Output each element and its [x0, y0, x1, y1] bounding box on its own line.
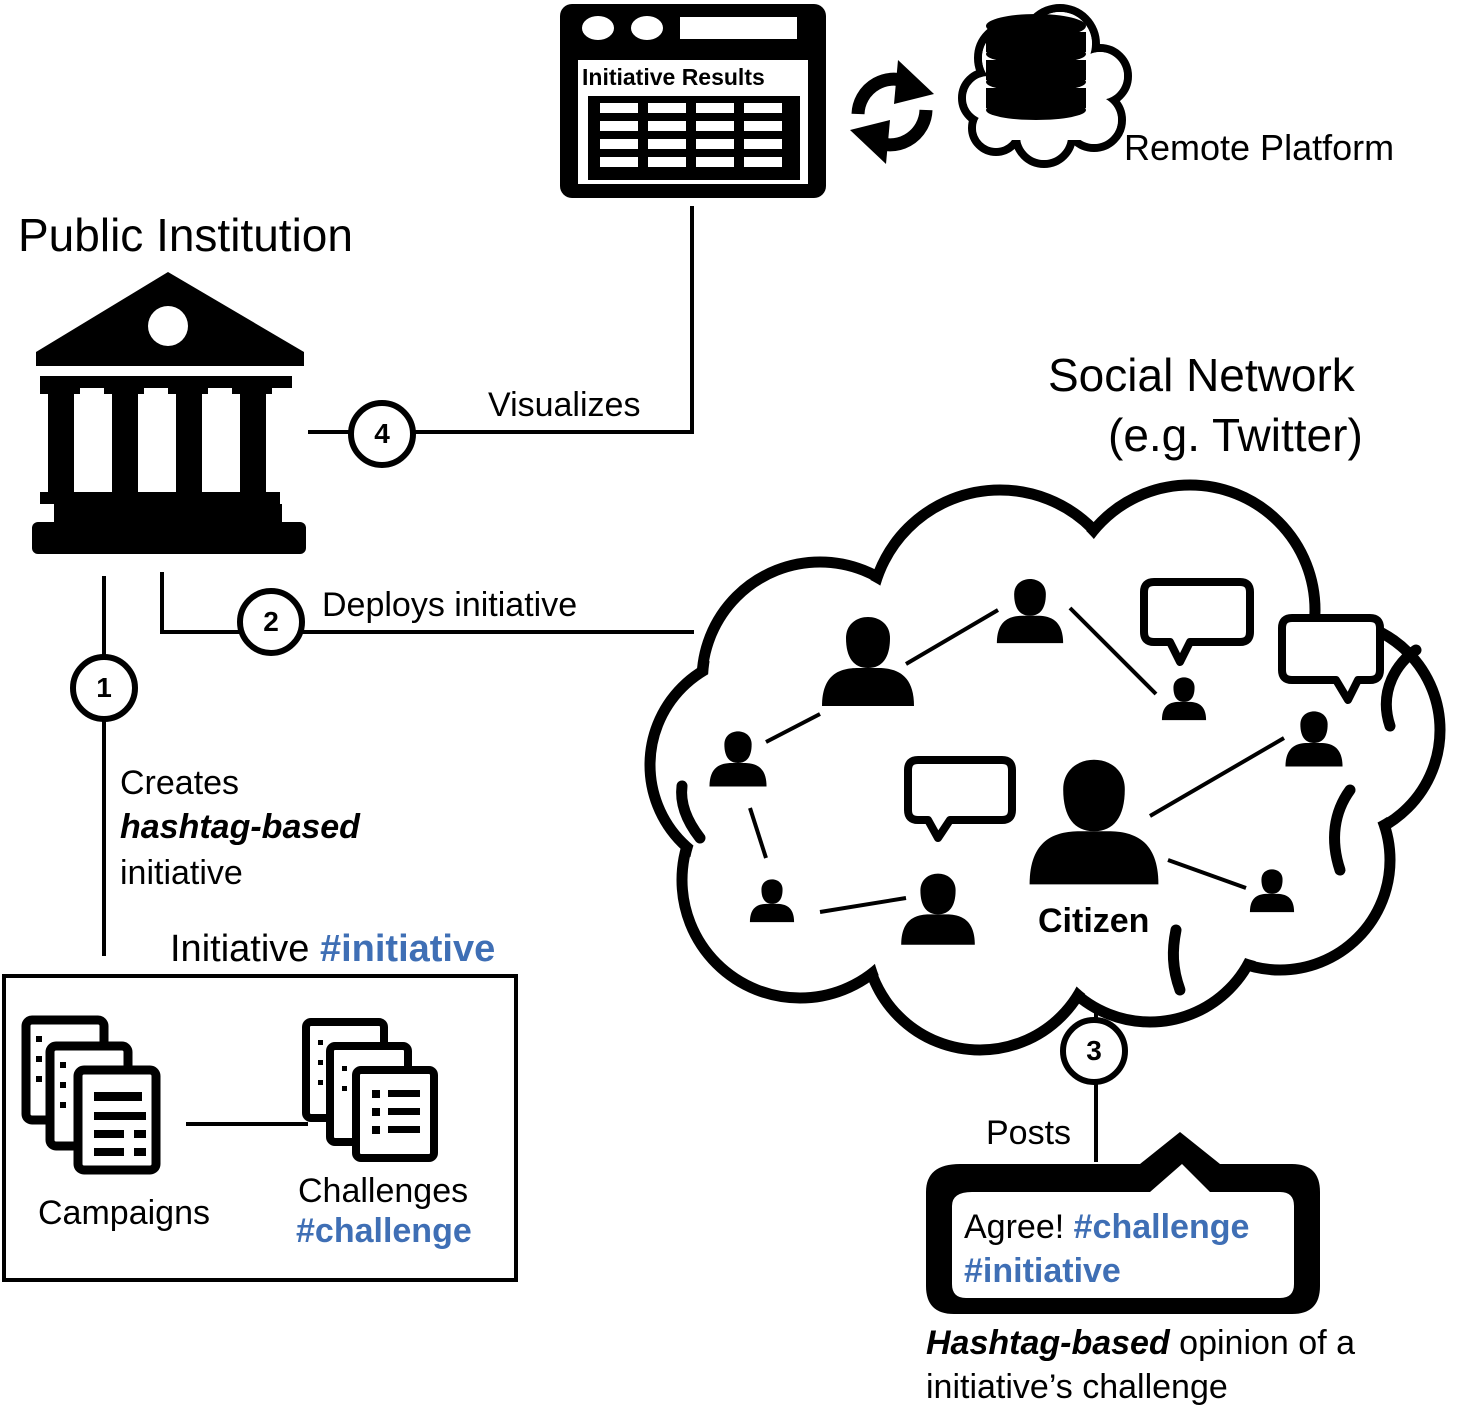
speech-bubble-icon	[904, 578, 1384, 842]
post-challenge-hashtag: #challenge	[1073, 1208, 1250, 1246]
post-text-line1: Agree! #challenge	[964, 1210, 1249, 1244]
hashtag-based-label: hashtag-based	[120, 808, 360, 846]
initiative-title: Initiative #initiative	[170, 930, 495, 968]
deploys-initiative-label: Deploys initiative	[322, 586, 578, 624]
step-circles	[70, 400, 1128, 1085]
government-building-icon	[32, 272, 306, 554]
post-bubble	[926, 1132, 1320, 1314]
list-stack-icon	[302, 1018, 438, 1162]
initiative-box	[2, 974, 518, 1282]
step-1-number: 1	[96, 672, 112, 703]
caption-line2: initiative’s challenge	[926, 1368, 1228, 1406]
caption-bold: Hashtag-based	[926, 1324, 1170, 1362]
challenge-hashtag: #challenge	[296, 1212, 472, 1250]
browser-table-icon	[560, 4, 826, 198]
posts-label: Posts	[986, 1114, 1072, 1152]
campaigns-label: Campaigns	[38, 1194, 210, 1232]
step-2-number: 2	[263, 606, 279, 637]
initiative-hashtag: #initiative	[319, 928, 496, 970]
public-institution-label: Public Institution	[18, 209, 353, 261]
initiative-word-label: initiative	[120, 854, 243, 892]
challenges-label: Challenges	[298, 1172, 469, 1210]
social-network-cloud	[644, 479, 1446, 1056]
initiative-title-text: Initiative	[170, 928, 310, 970]
database-cloud-icon	[958, 4, 1132, 168]
caption-rest: opinion of a	[1169, 1324, 1355, 1362]
initiative-results-label: Initiative Results	[582, 64, 765, 90]
citizen-label: Citizen	[1038, 902, 1150, 940]
caption-line1: Hashtag-based opinion of a	[926, 1326, 1355, 1360]
network-edges	[748, 606, 1286, 914]
document-stack-icon	[26, 1020, 156, 1170]
step-4-number: 4	[374, 418, 390, 449]
step-3-number: 3	[1086, 1035, 1102, 1066]
remote-platform-label: Remote Platform	[1124, 127, 1395, 168]
social-network-example-label: (e.g. Twitter)	[1108, 409, 1363, 461]
creates-label: Creates	[120, 764, 240, 802]
post-agree: Agree!	[964, 1208, 1065, 1246]
post-initiative-hashtag: #initiative	[964, 1252, 1121, 1290]
visualizes-label: Visualizes	[488, 386, 641, 424]
social-network-label: Social Network	[1048, 349, 1355, 401]
